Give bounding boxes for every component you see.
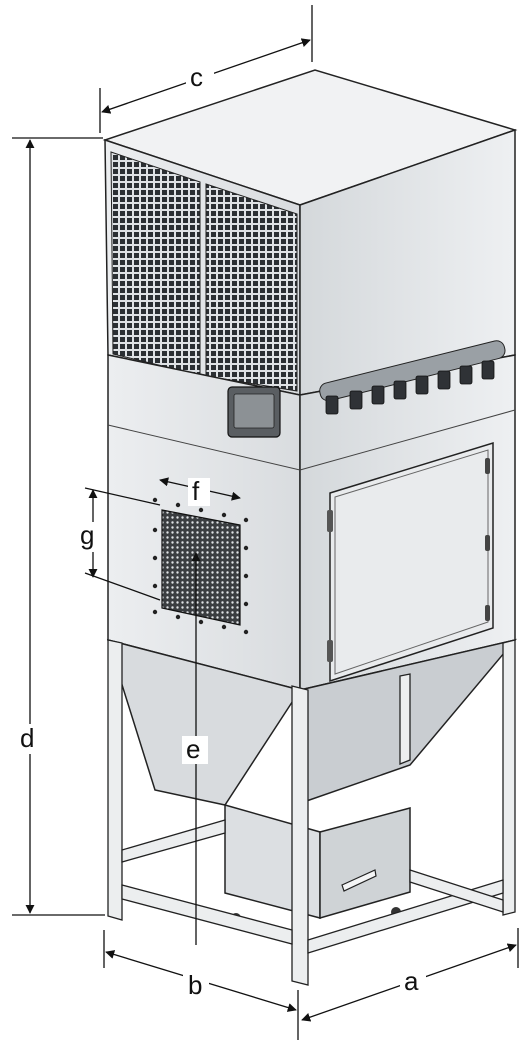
door-hinge-icon [327, 640, 333, 662]
dimension-label-d: d [20, 723, 34, 753]
dimension-lines [12, 5, 519, 1040]
top-cabinet [102, 69, 518, 396]
grille-panel-left [110, 151, 201, 376]
access-door [327, 441, 494, 683]
door-hinge-icon [327, 510, 333, 532]
door-latch-icon [485, 535, 490, 551]
inlet-opening [152, 497, 249, 635]
dust-bin [224, 804, 411, 923]
pulse-valve-manifold [319, 340, 506, 415]
dimension-label-b: b [188, 970, 202, 1000]
control-box [227, 386, 281, 438]
dimension-label-c: c [190, 62, 203, 92]
dimension-label-a: a [404, 966, 419, 996]
grille-panel-right [205, 183, 298, 392]
door-latch-icon [485, 458, 490, 474]
support-stand [107, 639, 516, 986]
door-latch-icon [485, 605, 490, 621]
dimension-label-g: g [80, 520, 94, 550]
filter-body [107, 340, 516, 691]
dimension-label-e: e [186, 734, 200, 764]
dimension-label-f: f [192, 476, 200, 506]
bin-handle-icon [341, 869, 377, 892]
